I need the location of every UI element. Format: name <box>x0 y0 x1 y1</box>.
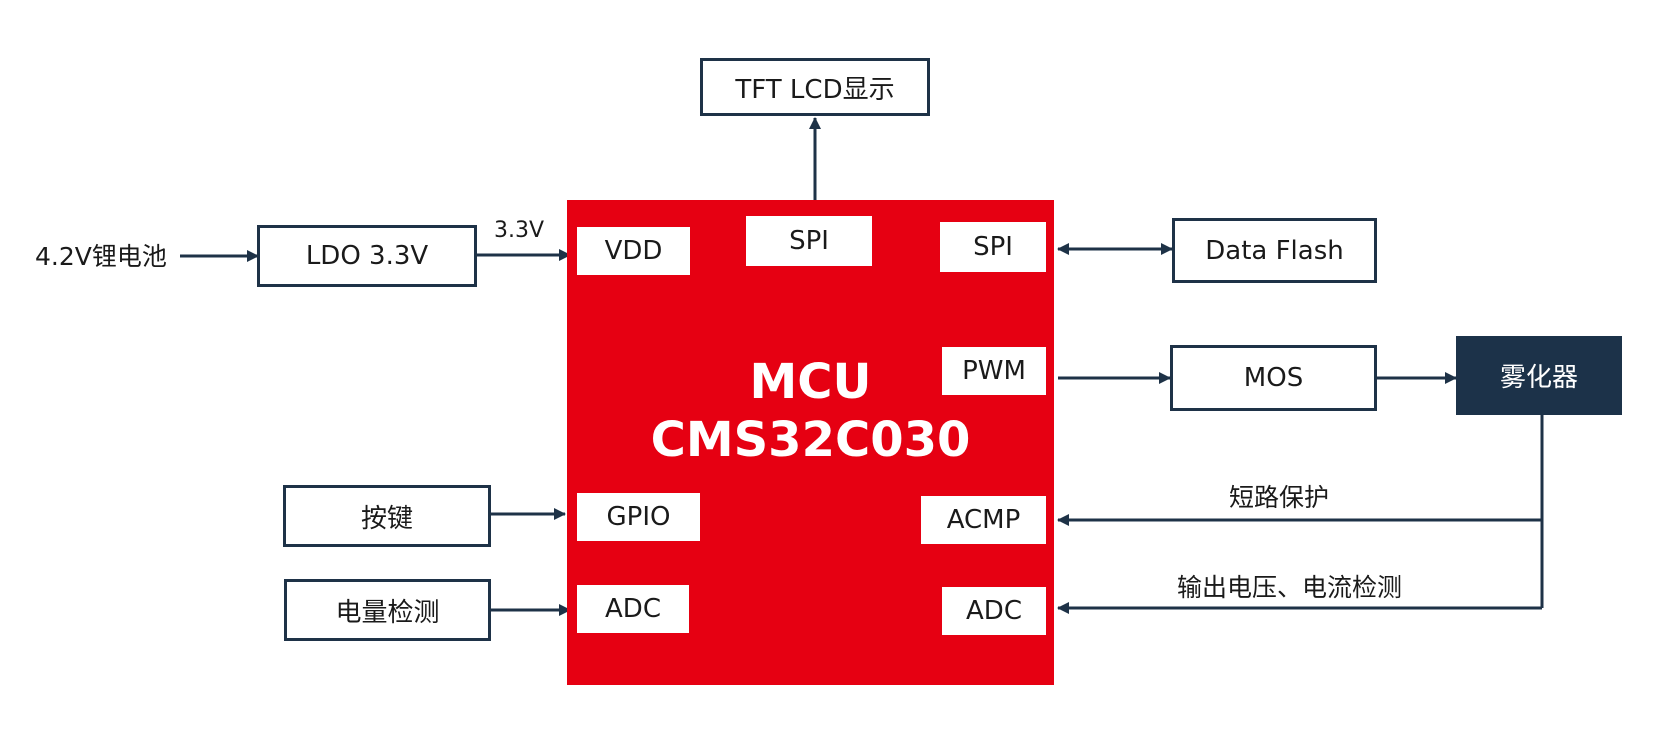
mcu-title: MCU <box>749 354 872 410</box>
key-label: 按键 <box>360 503 413 534</box>
power-detect-label: 电量检测 <box>335 597 440 628</box>
pin-acmp: ACMP <box>921 496 1046 544</box>
flash-label: Data Flash <box>1205 235 1344 266</box>
pin-spi-right: SPI <box>940 222 1046 272</box>
pin-adc-left: ADC <box>577 585 689 633</box>
short-protect-label: 短路保护 <box>1229 483 1330 512</box>
pin-pwm: PWM <box>942 347 1046 395</box>
lcd-box: TFT LCD显示 <box>700 58 930 116</box>
mcu-part-number: CMS32C030 <box>650 412 971 468</box>
key-box: 按键 <box>283 485 491 547</box>
mos-box: MOS <box>1170 345 1377 411</box>
pin-vdd: VDD <box>577 227 690 275</box>
battery-label: 4.2V锂电池 <box>35 242 167 271</box>
voltage-label: 3.3V <box>494 218 545 243</box>
ldo-box: LDO 3.3V <box>257 225 477 287</box>
pin-adc-right: ADC <box>942 587 1046 635</box>
pin-gpio: GPIO <box>577 493 700 541</box>
lcd-label: TFT LCD显示 <box>735 74 895 105</box>
atomizer-label: 雾化器 <box>1499 363 1578 393</box>
mos-label: MOS <box>1243 363 1304 393</box>
pin-spi-top: SPI <box>746 216 872 266</box>
flash-box: Data Flash <box>1172 218 1377 283</box>
power-detect-box: 电量检测 <box>284 579 491 641</box>
output-detect-label: 输出电压、电流检测 <box>1177 573 1403 602</box>
ldo-label: LDO 3.3V <box>305 241 429 271</box>
atomizer-box: 雾化器 <box>1456 336 1622 415</box>
